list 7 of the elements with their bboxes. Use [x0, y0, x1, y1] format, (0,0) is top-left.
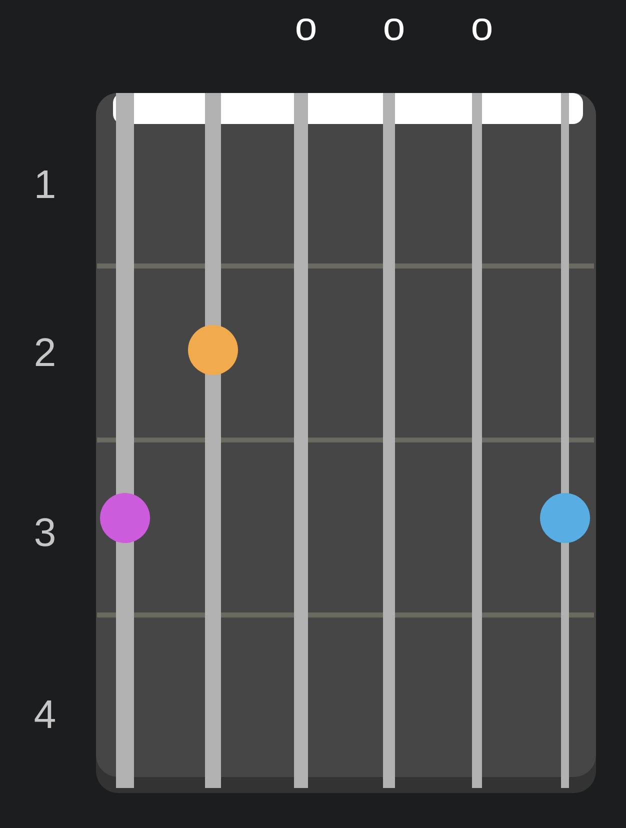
fret-number: 4 [34, 695, 56, 735]
open-string-mark: o [470, 7, 494, 47]
fret-number: 3 [34, 513, 56, 553]
fret-number: 2 [34, 333, 56, 373]
fret-number: 1 [34, 165, 56, 205]
open-string-mark: o [382, 7, 406, 47]
open-string-mark: o [294, 7, 318, 47]
